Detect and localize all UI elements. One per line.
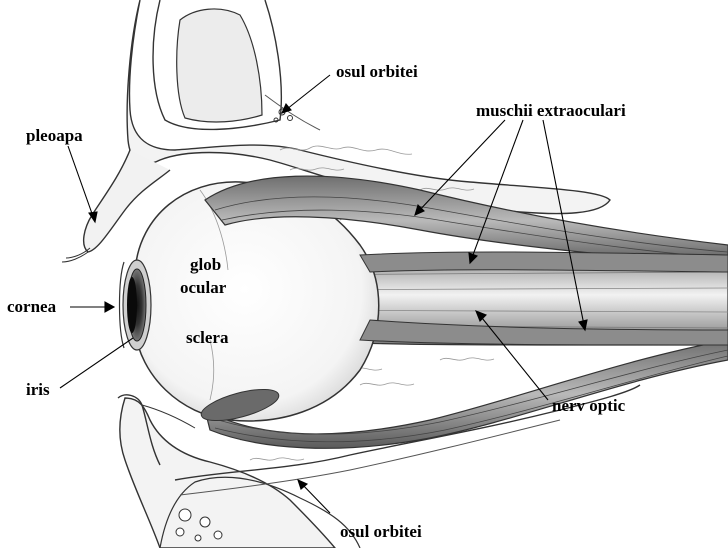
label-nerv-optic: nerv optic xyxy=(552,396,626,415)
arrowhead xyxy=(414,203,425,216)
lower-orbital-bone xyxy=(119,384,641,548)
leader-iris xyxy=(59,337,134,389)
leader-nerv-optic xyxy=(477,312,549,401)
leader-lines xyxy=(59,74,588,514)
upper-orbital-bone xyxy=(126,0,611,215)
arrowhead xyxy=(578,319,588,332)
cornea-iris xyxy=(118,259,152,351)
arrowhead xyxy=(475,310,487,322)
label-muschii-extraoculari: muschii extraoculari xyxy=(476,101,626,120)
lower-eyelid xyxy=(117,394,196,466)
upper-rectus-muscle xyxy=(204,175,728,266)
arrowhead xyxy=(280,102,292,114)
arrowhead xyxy=(104,301,116,313)
label-ocular: ocular xyxy=(180,278,227,297)
leader-pleoapa xyxy=(67,145,96,223)
label-osul-orbitei-top: osul orbitei xyxy=(336,62,418,81)
label-sclera: sclera xyxy=(186,328,229,347)
label-osul-orbitei-bottom: osul orbitei xyxy=(340,522,422,541)
arrowhead xyxy=(297,478,309,490)
leader-muscle-3 xyxy=(542,119,586,331)
arrowhead xyxy=(468,252,478,265)
leader-osul-orbitei-bottom xyxy=(299,481,331,514)
leader-muscle-2 xyxy=(469,119,524,264)
label-iris: iris xyxy=(26,380,50,399)
upper-eyelid xyxy=(61,149,171,263)
middle-muscles xyxy=(359,251,728,346)
label-pleoapa: pleoapa xyxy=(26,126,83,145)
label-glob: glob xyxy=(190,255,222,274)
leader-muscle-1 xyxy=(414,119,506,216)
arrowhead xyxy=(88,211,98,224)
leader-osul-orbitei-top xyxy=(281,74,331,114)
lower-rectus-muscle xyxy=(200,339,728,449)
label-cornea: cornea xyxy=(7,297,57,316)
